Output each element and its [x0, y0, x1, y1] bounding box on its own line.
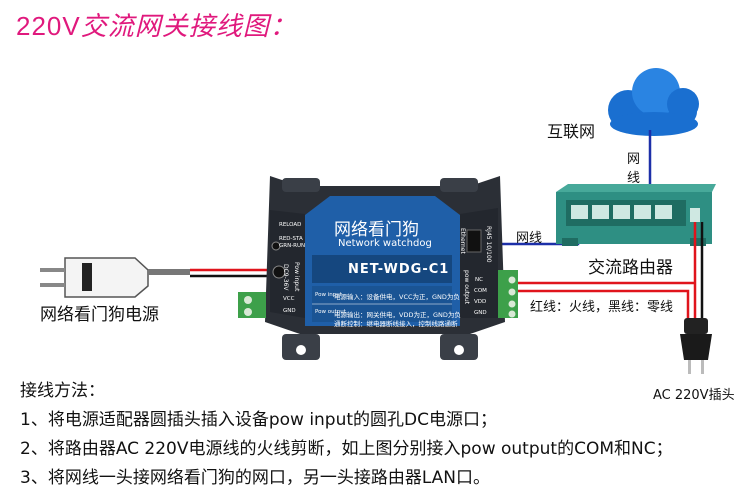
- pow-input-vertical-label: Pow input: [293, 262, 300, 292]
- device-name: 网络看门狗: [334, 220, 419, 240]
- port-label-gnd-left: GND: [283, 308, 296, 314]
- pow-output-small-label: Pow output: [315, 309, 346, 315]
- led-label-grn-run: GRN-RUN: [279, 243, 306, 249]
- led-label-reload: RELOAD: [279, 222, 302, 228]
- router: [556, 184, 716, 246]
- net-cable-vertical-label-2: 线: [627, 171, 641, 186]
- device-note-power: 电源输入：设备供电，VCC为正，GND为负: [334, 293, 460, 301]
- title-text: 交流网关接线图：: [80, 12, 297, 42]
- device-subtitle: Network watchdog: [338, 238, 432, 249]
- device-note-output-1: 电源输出：网关供电，VDD为正，GND为负: [334, 311, 461, 319]
- instruction-step-2: 2、将路由器AC 220V电源线的火线剪断，如上图分别接入pow output的…: [20, 439, 673, 459]
- router-power-port: [690, 208, 700, 222]
- wiring-instructions: 接线方法： 1、将电源适配器圆插头插入设备pow input的圆孔DC电源口； …: [20, 377, 673, 493]
- watchdog-device: [265, 176, 505, 360]
- device-model: NET-WDG-C1: [348, 262, 450, 277]
- input-terminal-block: [238, 292, 266, 318]
- router-label: 交流路由器: [588, 258, 673, 278]
- led-label-red-sta: RED-STA: [279, 236, 303, 242]
- ac-plug-icon: [680, 318, 712, 374]
- output-terminal-block: [498, 270, 518, 318]
- plug-label: AC 220V插头: [653, 388, 735, 403]
- page-title: 220V交流网关接线图：: [16, 6, 297, 43]
- pow-output-vertical-label: pow output: [463, 270, 470, 305]
- port-label-nc: NC: [475, 277, 483, 283]
- ethernet-speed-label: RJ45 10/100: [485, 226, 492, 263]
- port-label-vdd: VDD: [474, 299, 487, 305]
- instruction-step-1: 1、将电源适配器圆插头插入设备pow input的圆孔DC电源口；: [20, 410, 498, 430]
- wire-com: [515, 289, 690, 330]
- ethernet-label: Ethernet: [459, 228, 466, 254]
- power-supply-label: 网络看门狗电源: [40, 305, 159, 325]
- port-label-com: COM: [474, 288, 487, 294]
- port-label-gnd-right: GND: [474, 310, 487, 316]
- instruction-step-3: 3、将网线一头接网络看门狗的网口，另一头接路由器LAN口。: [20, 468, 491, 488]
- instructions-heading: 接线方法：: [20, 381, 105, 401]
- net-cable-label: 网线: [516, 231, 543, 246]
- cloud-icon: [608, 68, 699, 136]
- title-prefix: 220V: [16, 11, 81, 41]
- device-note-output-2: 通断控制：继电器断线接入，控制线路通断: [334, 320, 458, 328]
- pow-input-small-label: Pow input: [315, 292, 342, 298]
- port-label-vcc: VCC: [283, 296, 295, 302]
- power-adapter-icon: [40, 257, 190, 298]
- net-cable-vertical-label-1: 网: [627, 152, 641, 167]
- wire-color-legend: 红线：火线，黑线：零线: [530, 300, 674, 315]
- dc-voltage-label: DC9-36V: [282, 264, 289, 291]
- internet-label: 互联网: [547, 122, 596, 141]
